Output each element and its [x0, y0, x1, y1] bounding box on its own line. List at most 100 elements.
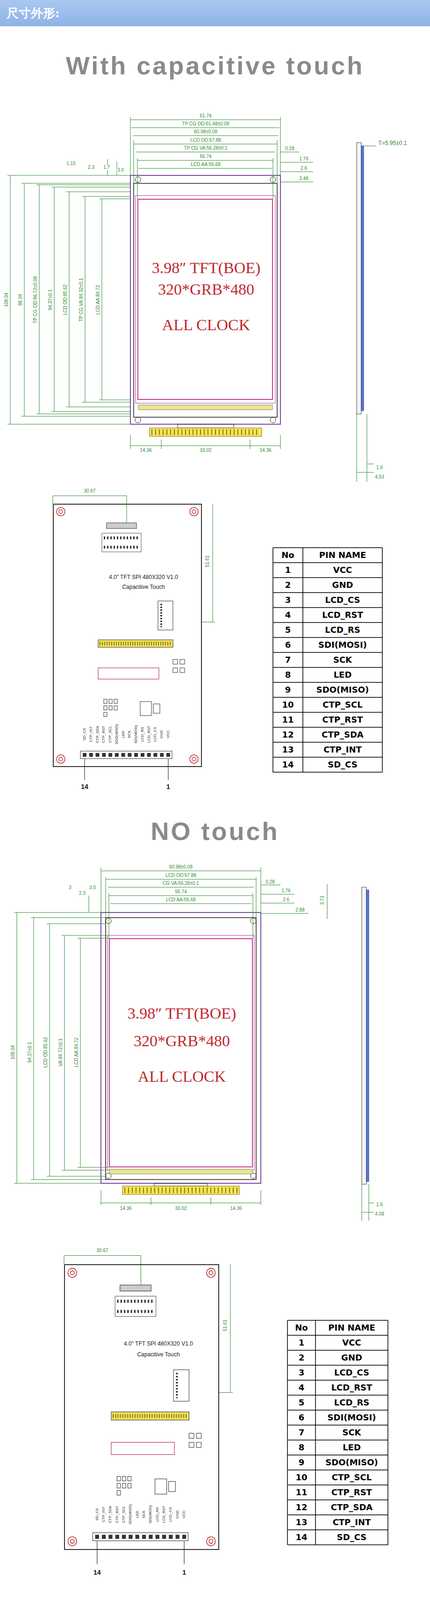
table-cell: 11 [281, 715, 294, 724]
table-cell: 8 [285, 670, 292, 679]
table-cell: CTP_RST [322, 715, 364, 724]
dimension-label: T=5.95±0.1 [378, 140, 408, 146]
node-text: Capacitive Touch [121, 583, 165, 590]
dimension-label: 108.04 [4, 292, 9, 308]
pin-name: VCC [182, 1509, 187, 1518]
node-text: ALL CLOCK [137, 1067, 227, 1084]
pin-name: CTP_SCL [108, 725, 113, 743]
node-text: 4.0″ TFT SPI 480X320 V1.0 [123, 1340, 194, 1346]
pin-name: GND [175, 1509, 180, 1518]
table-cell: 13 [281, 745, 294, 754]
dimension-label: 0.28 [265, 879, 275, 884]
pin-name: SDO(MISO) [114, 723, 119, 744]
pin-name: SDI(MOSI) [134, 724, 138, 743]
pin-name: VCC [166, 730, 171, 739]
node-text: 320*GRB*480 [157, 281, 255, 298]
dimension-label: LCD OD:85.62 [63, 283, 68, 316]
dimension-label: 60.98±0.08 [193, 129, 218, 135]
dimension-label: TP CG VA:56.28±0.1 [183, 145, 229, 151]
table-cell: LCD_RST [331, 1382, 373, 1391]
table-cell: LCD_RST [322, 610, 364, 619]
table-cell: 7 [285, 655, 292, 664]
dimension-label: LCD OD:57.88 [189, 137, 222, 143]
dimension-label: 33.02 [199, 447, 212, 453]
pin-name: CTP_RST [115, 1505, 120, 1522]
table-cell: 9 [285, 685, 292, 694]
lcd-display-area: 3.98″ TFT(BOE)320*GRB*480ALL CLOCK [108, 937, 253, 1167]
table-cell: 5 [298, 1397, 305, 1406]
dimension-label: 2.6 [282, 896, 290, 902]
table-cell: 12 [281, 730, 294, 739]
table-cell: GND [332, 580, 354, 589]
table-cell: CTP_RST [331, 1487, 373, 1496]
pin-name: LCD_RS [155, 1505, 160, 1521]
table-cell: CTP_INT [332, 1517, 372, 1526]
dimension-label: 3.0 [116, 167, 125, 173]
table-cell: 2 [298, 1352, 305, 1362]
pin-name: LCD_CS [153, 726, 158, 742]
dimension-label: TP CG VA:84.32±0.1 [78, 277, 84, 323]
pin-name: CTP_RST [101, 725, 106, 743]
table-cell: 6 [298, 1412, 305, 1421]
dimension-label: 108.04 [10, 1044, 16, 1060]
pcb-board: 4.0″ TFT SPI 480X320 V1.0Capacitive Touc… [64, 1263, 220, 1549]
pcb-board: 4.0″ TFT SPI 480X320 V1.0Capacitive Touc… [52, 503, 202, 767]
pin-name: CTP_SDA [95, 725, 100, 743]
pin-name: LCD_RST [147, 725, 151, 743]
pin-number: 1 [166, 782, 171, 790]
dimension-label: 3.73 [320, 894, 325, 905]
pin-number: 14 [80, 782, 89, 790]
table-cell: CTP_SCL [322, 700, 363, 709]
pin-name: CTP_SCL [121, 1505, 126, 1522]
table-cell: 1 [298, 1337, 305, 1347]
dimension-label: 1.6 [375, 1201, 384, 1207]
table-cell: 8 [298, 1442, 305, 1451]
table-cell: CTP_SCL [331, 1472, 372, 1481]
dimension-label: 2.6 [300, 165, 308, 171]
dimension-label: 14.36 [139, 447, 152, 453]
node-text: 尺寸外形: [6, 7, 60, 20]
pin-name: LED [135, 1509, 140, 1518]
pin-name: LCD_CS [168, 1505, 173, 1521]
dimension-label: LCD AA:84.72 [95, 284, 101, 315]
dimension-label: 4.53 [374, 474, 385, 480]
dimension-label: 14.36 [119, 1205, 132, 1211]
dimension-label: 1.76 [280, 888, 291, 893]
table-cell: 13 [295, 1517, 308, 1526]
pin-number: 1 [182, 1568, 187, 1575]
table-cell: PIN NAME [328, 1322, 375, 1332]
table-cell: SDI(MOSI) [327, 1412, 377, 1421]
dimension-label: 2.3 [87, 164, 95, 170]
pin-name: SDO(MISO) [128, 1503, 133, 1524]
table-cell: CTP_SDA [321, 730, 364, 739]
table-cell: LCD_RS [334, 1397, 370, 1406]
dimension-label: 3.0 [88, 884, 97, 890]
section-heading: With capacitive touch [65, 52, 365, 79]
dimension-label: 94.37±0.1 [27, 1040, 33, 1063]
lcd-display-area: 3.98″ TFT(BOE)320*GRB*480ALL CLOCK [137, 198, 273, 400]
dimension-label: 30.67 [95, 1247, 109, 1253]
pin-name: SCK [127, 730, 132, 738]
table-cell: 2 [285, 580, 292, 589]
pin-name: LED [121, 730, 126, 738]
table-cell: 14 [281, 759, 294, 769]
table-cell: VCC [333, 565, 352, 574]
dimension-label: 51.61 [222, 1318, 228, 1331]
dimension-label: 60.98±0.08 [168, 864, 194, 869]
dimension-label: 94.37±0.1 [48, 288, 53, 311]
dimension-label: LCD AA:84.72 [74, 1036, 79, 1067]
table-cell: GND [341, 1352, 363, 1362]
dimension-label: LCD OD:85.62 [43, 1035, 49, 1068]
table-cell: VCC [342, 1337, 361, 1347]
dimension-label: 1.15 [65, 161, 76, 166]
pin-number: 14 [93, 1568, 101, 1575]
dimension-label: 98.04 [18, 293, 23, 306]
table-cell: CTP_SDA [330, 1502, 373, 1511]
pin-name: CTP_SDA [108, 1505, 113, 1523]
table-cell: 10 [281, 700, 294, 709]
dimension-label: LCD OD:57.88 [164, 872, 197, 878]
node-text: 4.0″ TFT SPI 480X320 V1.0 [108, 573, 179, 580]
pin-name: LCD_RS [140, 726, 145, 742]
pin-name: SD_CS [82, 727, 87, 741]
